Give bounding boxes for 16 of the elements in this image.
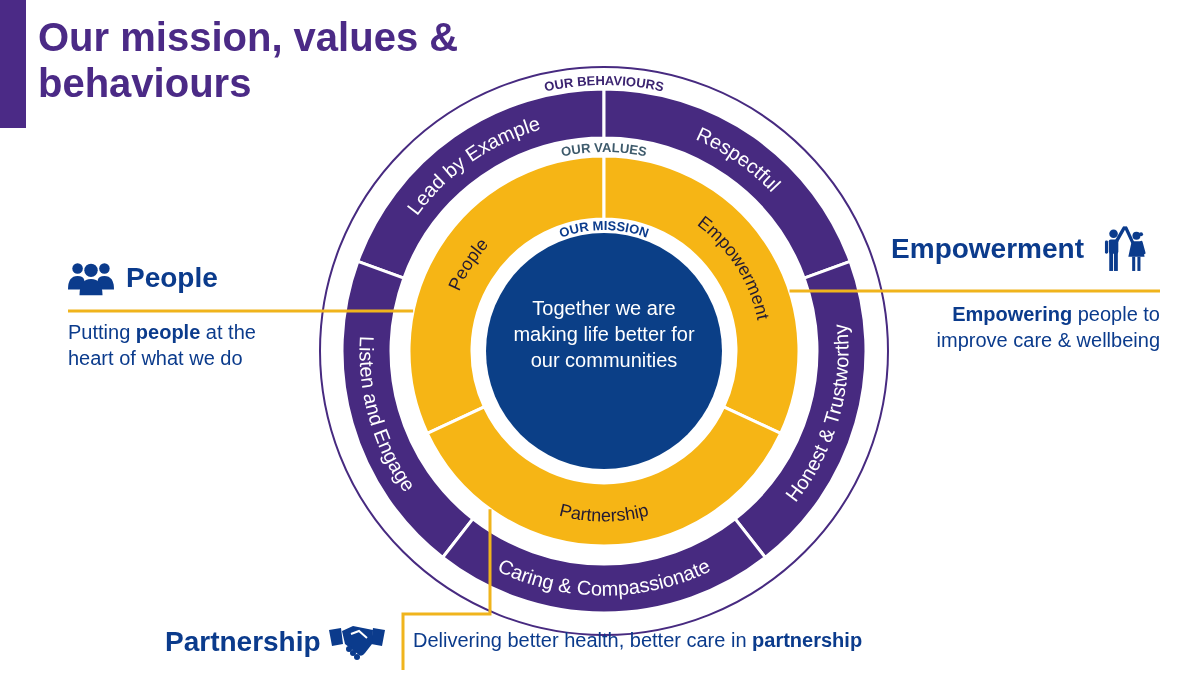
- ring-heading: OUR BEHAVIOURS: [542, 72, 666, 95]
- callout-heading: Partnership: [165, 628, 321, 656]
- callout-text: Empowering people to improve care & wellbeing: [936, 303, 1160, 351]
- callout-heading: Empowerment: [891, 235, 1084, 263]
- callout-text: Delivering better health, better care in partnership: [413, 629, 863, 651]
- ring-heading: OUR VALUES: [559, 139, 649, 160]
- ring-heading: OUR MISSION: [557, 217, 651, 241]
- callout-heading: People: [126, 264, 218, 292]
- ring-segment: [425, 405, 783, 548]
- leader-line: [401, 509, 492, 670]
- leader-line: [789, 289, 1160, 293]
- mission-text: Together we are making life better for our communities: [512, 296, 696, 373]
- title: Our mission, values & behaviours: [38, 14, 460, 106]
- callout-text: Putting people at the heart of what we do: [68, 321, 256, 369]
- segment-label: Partnership: [557, 499, 651, 526]
- leader-line: [68, 309, 414, 313]
